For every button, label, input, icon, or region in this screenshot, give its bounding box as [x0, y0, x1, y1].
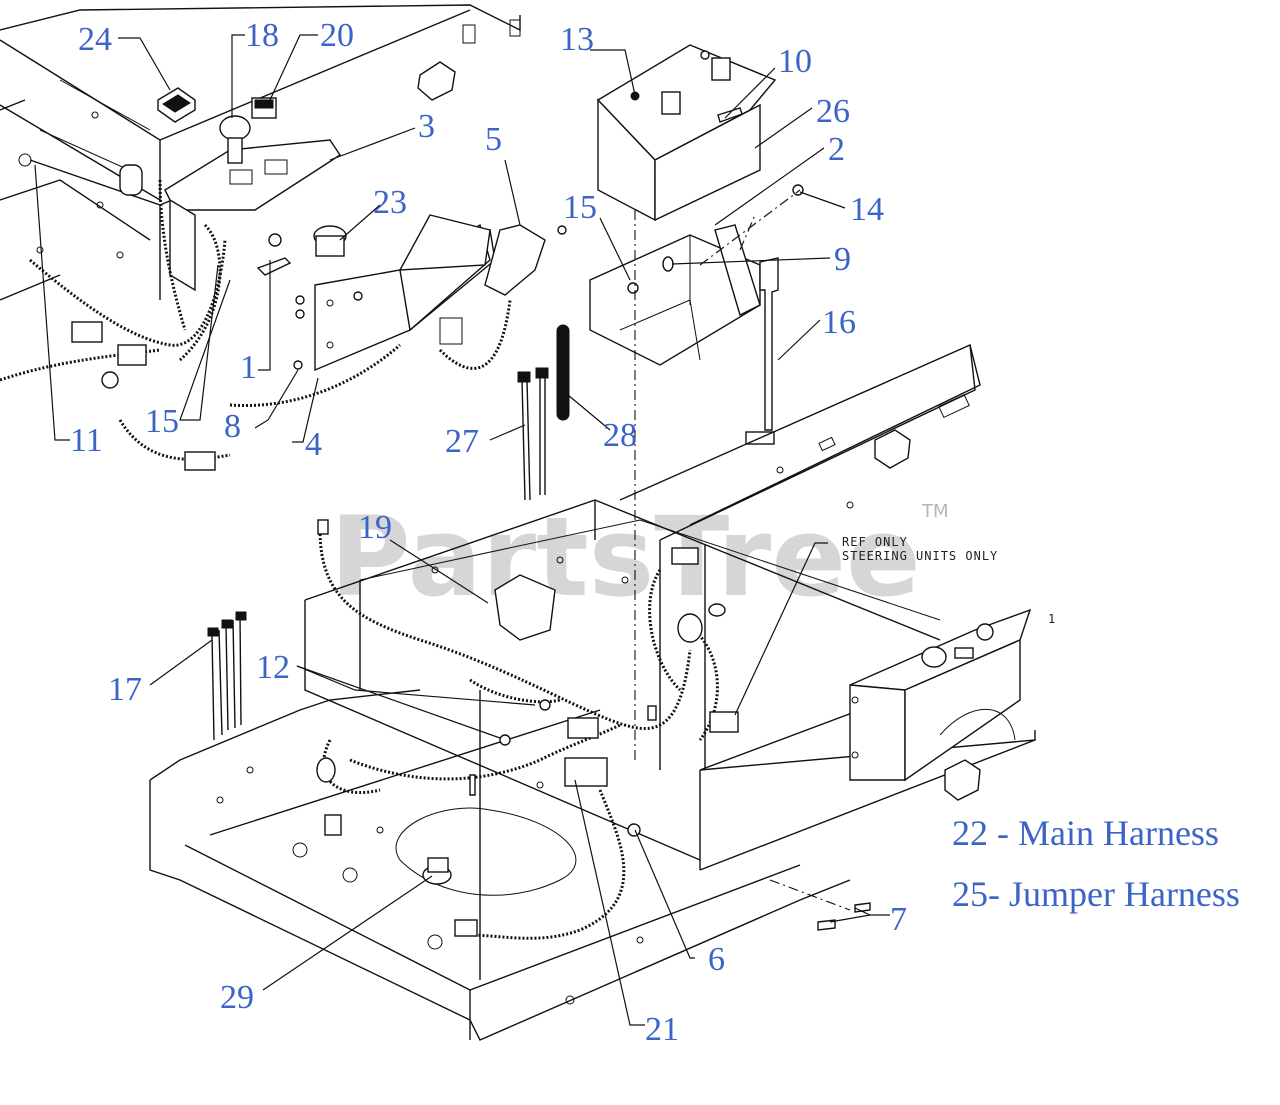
upper-harness — [0, 179, 512, 471]
legend-jumper-harness: 25- Jumper Harness — [952, 874, 1240, 914]
callout-1: 1 — [240, 349, 257, 386]
callout-12: 12 — [256, 649, 290, 686]
callout-10: 10 — [778, 43, 812, 80]
callout-21: 21 — [645, 1011, 679, 1048]
callout-6: 6 — [708, 941, 725, 978]
callout-9: 9 — [834, 241, 851, 278]
callout-3: 3 — [418, 108, 435, 145]
main-frame — [149, 499, 1036, 1041]
callout-4: 4 — [305, 426, 322, 463]
callout-8: 8 — [224, 408, 241, 445]
callout-24: 24 — [78, 21, 112, 58]
reference-note: REF ONLY STEERING UNITS ONLY — [842, 535, 998, 563]
right-rail — [619, 344, 981, 541]
callout-7: 7 — [890, 901, 907, 938]
callout-20: 20 — [320, 17, 354, 54]
callout-28: 28 — [603, 417, 637, 454]
callout-15-tray: 15 — [563, 189, 597, 226]
watermark-trademark: TM — [921, 501, 949, 522]
note-line-1: REF ONLY — [842, 535, 908, 549]
alignment-lines — [634, 189, 851, 911]
cable-ties-17 — [207, 611, 247, 741]
cable-ties-27 — [517, 367, 549, 501]
harness-legend: 22 - Main Harness 25- Jumper Harness — [952, 813, 1240, 914]
battery — [596, 44, 777, 222]
callout-labels: 24 18 20 3 5 23 13 10 26 2 14 15 9 16 1 … — [70, 17, 907, 1048]
callout-2: 2 — [828, 131, 845, 168]
leader-lines — [34, 34, 890, 1026]
callout-11: 11 — [70, 422, 103, 459]
callout-27: 27 — [445, 423, 479, 460]
callout-18: 18 — [245, 17, 279, 54]
callout-5: 5 — [485, 121, 502, 158]
stray-mark: 1 — [1048, 612, 1056, 626]
battery-tray — [589, 184, 804, 366]
callout-23: 23 — [373, 184, 407, 221]
callout-17: 17 — [108, 671, 142, 708]
callout-13: 13 — [560, 21, 594, 58]
callout-26: 26 — [816, 93, 850, 130]
note-line-2: STEERING UNITS ONLY — [842, 549, 998, 563]
callout-15-harness: 15 — [145, 403, 179, 440]
lower-harness — [316, 519, 871, 940]
callout-16: 16 — [822, 304, 856, 341]
dash-panel-assembly — [157, 87, 567, 372]
callout-29: 29 — [220, 979, 254, 1016]
callout-19: 19 — [358, 509, 392, 546]
steering-console — [849, 608, 1032, 782]
legend-main-harness: 22 - Main Harness — [952, 813, 1219, 853]
tubing — [556, 324, 570, 421]
callout-14: 14 — [850, 191, 884, 228]
upper-frame — [0, 4, 521, 301]
